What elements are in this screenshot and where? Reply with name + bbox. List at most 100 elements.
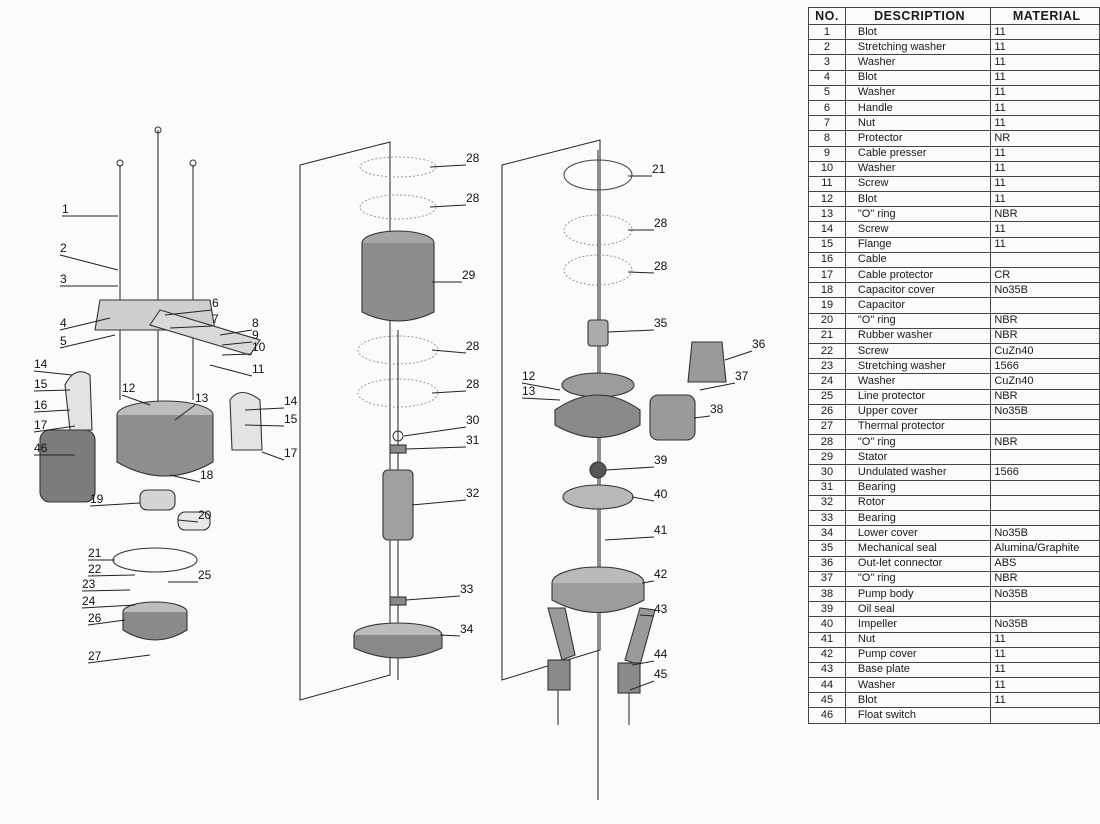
part-description: Rubber washer [844,327,992,344]
header-material: MATERIAL [990,7,1100,25]
part-material: CR [990,266,1100,284]
part-material [990,479,1100,496]
callout-number: 23 [82,577,96,591]
part-description: Flange [844,236,992,253]
callout-number: 28 [466,339,480,353]
callout-leader-line [431,390,467,394]
callout-number: 32 [466,486,480,500]
part-description: Washer [844,84,992,101]
callout-leader-line [33,370,73,376]
callout-number: 35 [654,316,668,330]
callout-leader-line [429,164,467,168]
part-description: Screw [844,342,992,360]
part-description: Cable [844,251,992,269]
callout-leader-line [631,660,655,666]
callout-number: 22 [88,562,102,576]
part-number: 14 [808,221,846,238]
part-description: Thermal protector [844,418,992,436]
part-number: 44 [808,677,846,694]
callout-number: 16 [34,398,48,412]
callout-leader-line [699,382,736,391]
callout-leader-line [33,409,71,413]
part-number: 10 [808,160,846,177]
callout-number: 33 [460,582,474,596]
part-number: 30 [808,464,846,481]
part-description: Washer [844,373,992,390]
part-description: Upper cover [844,403,992,420]
part-material: ABS [990,555,1100,572]
part-number: 33 [808,509,846,527]
part-material: Alumina/Graphite [990,540,1100,557]
part-number: 35 [808,540,846,557]
callout-leader-line [87,619,126,626]
callout-number: 28 [466,191,480,205]
part-material: 11 [990,692,1100,709]
part-material: 11 [990,160,1100,177]
part-material: NR [990,130,1100,147]
callout-number: 34 [460,622,474,636]
part-material: 11 [990,221,1100,238]
callout-number: 5 [60,334,67,348]
part-number: 16 [808,251,846,269]
part-description: Nut [844,115,992,132]
part-number: 31 [808,479,846,496]
part-description: Blot [844,23,992,41]
callout-leader-line [439,634,461,637]
part-number: 37 [808,570,846,587]
callout-leader-line [221,341,253,346]
part-description: Capacitor [844,297,992,314]
part-material [990,601,1100,618]
part-material: NBR [990,570,1100,587]
callout-leader-line [604,536,655,541]
part-number: 42 [808,646,846,663]
callout-leader-line [81,589,131,592]
part-description: Base plate [844,661,992,679]
part-number: 7 [808,115,846,132]
part-description: Blot [844,191,992,208]
part-number: 40 [808,616,846,633]
part-material: 11 [990,646,1100,663]
callout-number: 20 [198,508,212,522]
part-number: 9 [808,145,846,162]
callout-number: 28 [654,259,668,273]
part-number: 29 [808,449,846,466]
part-description: Pump cover [844,646,992,663]
callout-number: 25 [198,568,212,582]
callout-number: 21 [652,162,666,176]
part-material: No35B [990,403,1100,420]
part-description: "O" ring [844,434,992,451]
part-number: 24 [808,373,846,390]
part-material: 11 [990,99,1100,117]
callout-leader-line [693,415,711,419]
part-material: 11 [990,23,1100,41]
callout-leader-line [87,654,151,664]
callout-leader-line [521,397,561,401]
part-description: Pump body [844,585,992,603]
callout-number: 13 [522,384,536,398]
callout-leader-line [641,580,655,584]
part-material: NBR [990,206,1100,223]
callout-leader-line [244,424,285,427]
callout-leader-line [411,499,467,506]
callout-number: 18 [200,468,214,482]
part-description: Oil seal [844,601,992,618]
